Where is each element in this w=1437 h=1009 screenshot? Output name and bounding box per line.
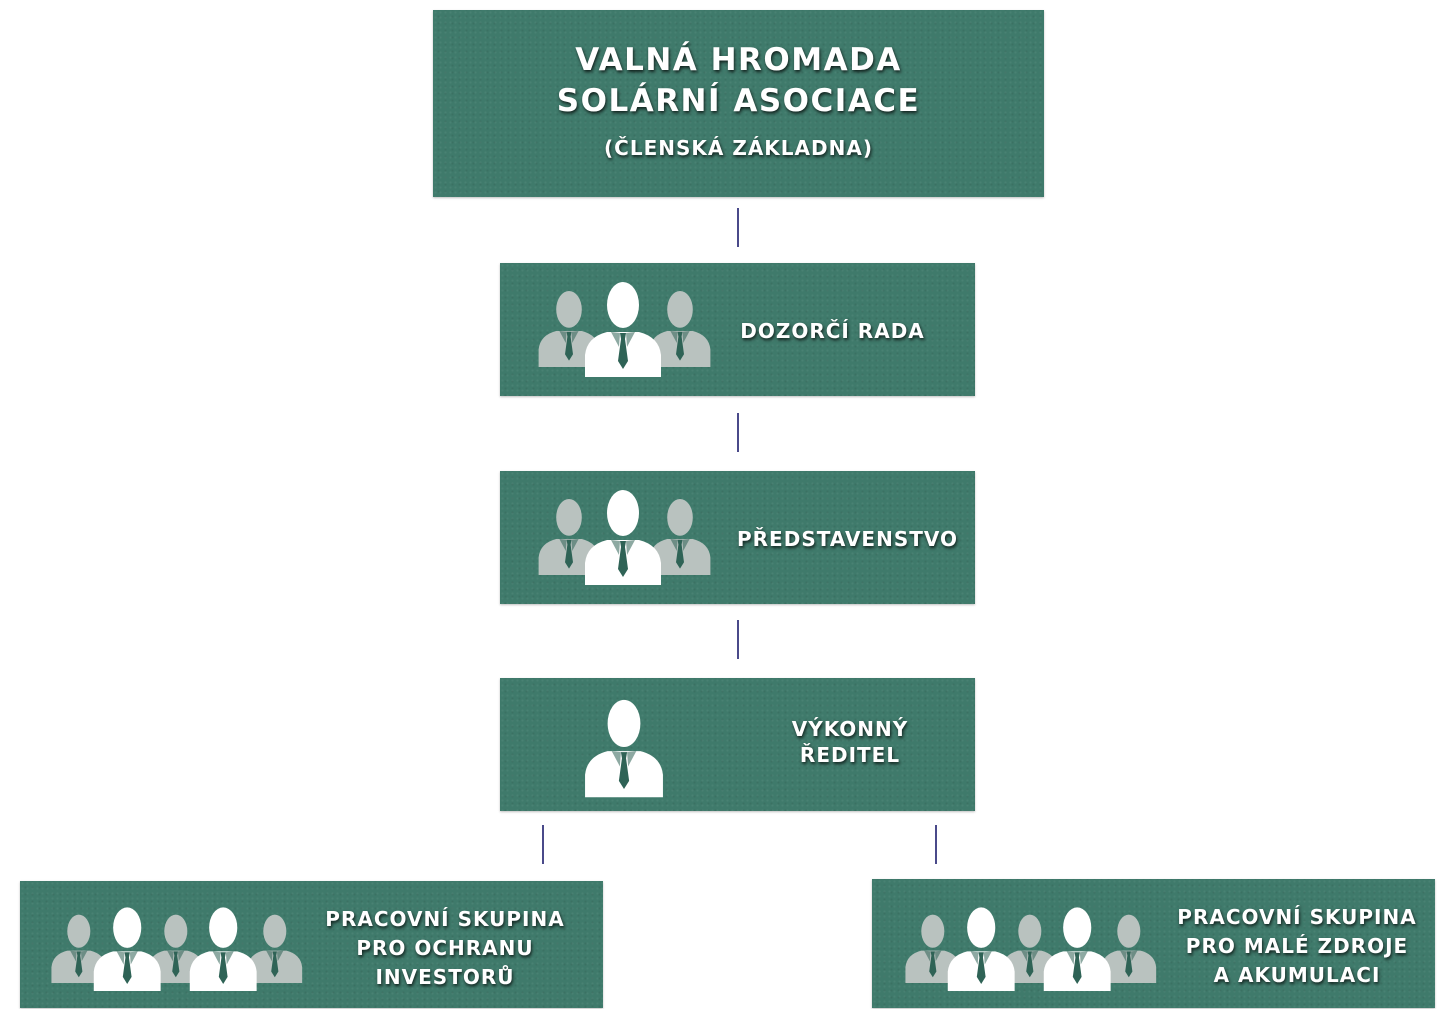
node-wg-investors: PRACOVNÍ SKUPINA PRO OCHRANU INVESTORŮ <box>20 881 603 1008</box>
executive-director-label-line2: ŘEDITEL <box>799 743 901 768</box>
general-assembly-title-line2: SOLÁRNÍ ASOCIACE <box>556 83 921 119</box>
group-of-three-people-icon <box>537 277 712 387</box>
group-of-three-people-icon <box>537 485 712 595</box>
single-person-icon <box>583 694 665 798</box>
node-general-assembly: VALNÁ HROMADA SOLÁRNÍ ASOCIACE (ČLENSKÁ … <box>433 10 1044 197</box>
node-supervisory-board: DOZORČÍ RADA <box>500 263 975 396</box>
supervisory-board-label: DOZORČÍ RADA <box>740 319 925 343</box>
wg-investors-label-line3: INVESTORŮ <box>375 965 515 989</box>
wg-investors-label-line2: PRO OCHRANU <box>356 936 534 960</box>
wg-investors-label-line1: PRACOVNÍ SKUPINA <box>325 907 565 931</box>
general-assembly-title: VALNÁ HROMADA SOLÁRNÍ ASOCIACE <box>433 40 1044 122</box>
board-of-directors-label: PŘEDSTAVENSTVO <box>737 527 958 551</box>
node-executive-director: VÝKONNÝ ŘEDITEL <box>500 678 975 811</box>
connector-board-to-director <box>737 620 739 659</box>
wg-small-sources-label-line1: PRACOVNÍ SKUPINA <box>1177 905 1417 929</box>
group-of-people-icon <box>50 903 305 993</box>
wg-small-sources-label: PRACOVNÍ SKUPINA PRO MALÉ ZDROJE A AKUMU… <box>1172 903 1422 990</box>
wg-small-sources-label-line2: PRO MALÉ ZDROJE <box>1185 934 1409 958</box>
general-assembly-title-line1: VALNÁ HROMADA <box>575 42 902 78</box>
executive-director-label-line1: VÝKONNÝ <box>791 717 909 741</box>
group-of-people-icon <box>904 903 1159 993</box>
connector-director-to-wg-investors <box>542 825 544 864</box>
connector-supervisory-to-board <box>737 413 739 452</box>
connector-assembly-to-supervisory <box>737 208 739 247</box>
node-wg-small-sources: PRACOVNÍ SKUPINA PRO MALÉ ZDROJE A AKUMU… <box>872 879 1435 1008</box>
connector-director-to-wg-small-sources <box>935 825 937 864</box>
node-board-of-directors: PŘEDSTAVENSTVO <box>500 471 975 604</box>
wg-investors-label: PRACOVNÍ SKUPINA PRO OCHRANU INVESTORŮ <box>320 905 570 992</box>
general-assembly-subtitle: (ČLENSKÁ ZÁKLADNA) <box>604 136 873 160</box>
wg-small-sources-label-line3: A AKUMULACI <box>1213 963 1381 987</box>
executive-director-label: VÝKONNÝ ŘEDITEL <box>740 716 960 769</box>
